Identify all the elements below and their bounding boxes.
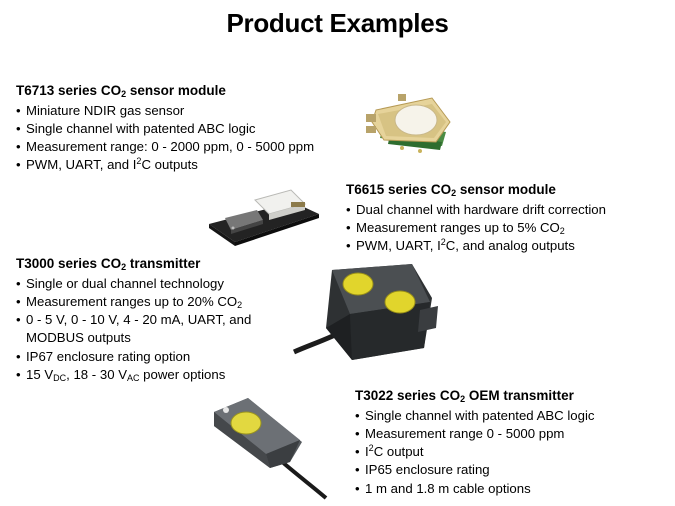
bullet-item: I2C output [355, 443, 594, 462]
bullet-item: Single channel with patented ABC logic [16, 120, 314, 139]
bullet-item: Single or dual channel technology [16, 275, 251, 294]
t3022-bullets: Single channel with patented ABC logic M… [355, 407, 594, 499]
t3022-block: T3022 series CO2 OEM transmitter Single … [355, 387, 594, 498]
bullet-item: PWM, UART, I2C, and analog outputs [346, 237, 606, 256]
bullet-item: Measurement ranges up to 20% CO2 [16, 293, 251, 312]
t3000-block: T3000 series CO2 transmitter Single or d… [16, 255, 251, 385]
t6615-bullets: Dual channel with hardware drift correct… [346, 201, 606, 256]
bullet-item: 0 - 5 V, 0 - 10 V, 4 - 20 mA, UART, andM… [16, 311, 251, 348]
t6713-heading: T6713 series CO2 sensor module [16, 83, 226, 99]
bullet-item: IP67 enclosure rating option [16, 348, 251, 367]
t3000-transmitter-photo [292, 264, 438, 360]
bullet-item: 15 VDC, 18 - 30 VAC power options [16, 366, 251, 385]
bullet-item: Single channel with patented ABC logic [355, 407, 594, 426]
t6615-sensor-board-photo [209, 189, 319, 246]
t3000-heading: T3000 series CO2 transmitter [16, 256, 201, 272]
slide-title: Product Examples [226, 8, 449, 38]
t6615-heading: T6615 series CO2 sensor module [346, 182, 556, 198]
bullet-item: PWM, UART, and I2C outputs [16, 156, 314, 175]
bullet-item: Measurement range 0 - 5000 ppm [355, 425, 594, 444]
t6713-block: T6713 series CO2 sensor module Miniature… [16, 82, 314, 175]
t6713-sensor-photo [366, 94, 451, 153]
bullet-item: Measurement range: 0 - 2000 ppm, 0 - 500… [16, 138, 314, 157]
bullet-item: Miniature NDIR gas sensor [16, 102, 314, 121]
t3000-bullets: Single or dual channel technology Measur… [16, 275, 251, 385]
t3022-heading: T3022 series CO2 OEM transmitter [355, 388, 574, 404]
bullet-item: Measurement ranges up to 5% CO2 [346, 219, 606, 238]
t6713-bullets: Miniature NDIR gas sensor Single channel… [16, 102, 314, 175]
t3022-transmitter-photo [214, 398, 328, 500]
t6615-block: T6615 series CO2 sensor module Dual chan… [346, 181, 606, 256]
bullet-item: 1 m and 1.8 m cable options [355, 480, 594, 499]
bullet-item: Dual channel with hardware drift correct… [346, 201, 606, 220]
bullet-item: IP65 enclosure rating [355, 461, 594, 480]
